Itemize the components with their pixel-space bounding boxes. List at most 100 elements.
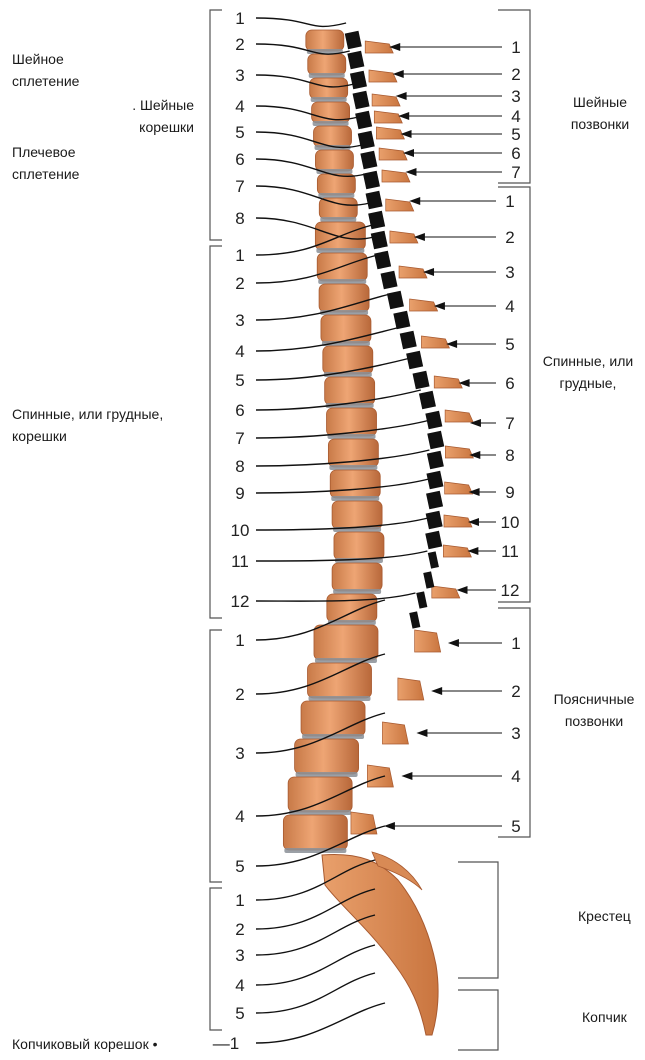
spinal-nerve: [256, 915, 375, 955]
spinal-cord-segment: [427, 451, 444, 470]
vertebra-number-thoracic-9: 9: [505, 483, 514, 502]
spinal-cord-segment: [345, 31, 362, 50]
vertebra-body: [308, 54, 346, 75]
spinal-cord-segment: [393, 311, 410, 330]
spinal-cord-segment: [366, 191, 383, 210]
spinal-cord-segment: [360, 151, 377, 170]
intervertebral-disc: [329, 465, 377, 470]
intervertebral-disc: [320, 217, 356, 222]
root-number-cervical-5: 5: [235, 123, 244, 142]
spinal-cord-segment: [371, 231, 388, 250]
vertebra-number-thoracic-1: 1: [505, 192, 514, 211]
spinous-process: [398, 678, 424, 700]
bracket-thoracic-vertebrae: [498, 187, 530, 602]
pointer-arrowhead: [431, 687, 442, 695]
root-number-thoracic-4: 4: [235, 342, 244, 361]
vertebra-number-lumbar-5: 5: [511, 817, 520, 836]
thoracic-vertebrae-label: Спинные, или грудные,: [533, 350, 643, 394]
intervertebral-disc: [296, 772, 358, 777]
intervertebral-disc: [309, 73, 345, 78]
root-number-coccygeal-1: —1: [213, 1034, 239, 1053]
root-number-sacral-3: 3: [235, 946, 244, 965]
bracket-sacral-roots: [210, 888, 222, 1030]
intervertebral-disc: [320, 310, 368, 315]
vertebra-number-cervical-7: 7: [511, 163, 520, 182]
root-number-lumbar-2: 2: [235, 685, 244, 704]
pointer-arrowhead: [416, 729, 427, 737]
pointer-arrowhead: [448, 639, 459, 647]
vertebra-body: [306, 30, 344, 51]
root-number-thoracic-8: 8: [235, 457, 244, 476]
spinal-cord-segment: [368, 211, 385, 230]
vertebra-body: [319, 284, 369, 312]
bracket-sacrum: [458, 862, 498, 978]
vertebra-body: [308, 663, 372, 698]
spinal-cord-segment: [419, 391, 436, 410]
vertebra-number-cervical-2: 2: [511, 65, 520, 84]
vertebra-body: [321, 315, 371, 343]
root-number-cervical-3: 3: [235, 66, 244, 85]
vertebra-number-thoracic-2: 2: [505, 228, 514, 247]
vertebra-number-thoracic-6: 6: [505, 374, 514, 393]
vertebra-number-thoracic-8: 8: [505, 446, 514, 465]
spinal-cord-segment: [416, 591, 427, 608]
intervertebral-disc: [318, 279, 366, 284]
spinous-process: [367, 765, 393, 787]
spinous-process: [415, 630, 441, 652]
vertebra-body: [332, 501, 382, 529]
spinal-cord-segment: [426, 471, 443, 490]
spinous-process: [421, 336, 449, 348]
spinous-process: [369, 70, 397, 82]
bracket-lumbar-roots: [210, 630, 222, 882]
spinal-cord-segment: [355, 111, 372, 130]
vertebra-body: [332, 563, 382, 591]
spinous-process: [434, 376, 462, 388]
vertebra-number-cervical-1: 1: [511, 38, 520, 57]
spinal-cord-segment: [426, 491, 443, 510]
coccyx-label: Копчик: [582, 1006, 642, 1028]
vertebra-number-lumbar-3: 3: [511, 724, 520, 743]
vertebra-body: [327, 594, 377, 622]
bracket-coccyx: [458, 990, 498, 1050]
vertebra-number-lumbar-2: 2: [511, 682, 520, 701]
root-number-thoracic-11: 11: [231, 552, 249, 571]
spinous-process: [445, 410, 473, 422]
vertebra-number-lumbar-4: 4: [511, 767, 520, 786]
root-number-thoracic-10: 10: [231, 521, 250, 540]
spinous-process: [379, 148, 407, 160]
pointer-arrowhead: [457, 586, 468, 594]
spinous-process: [443, 545, 471, 557]
vertebra-number-thoracic-3: 3: [505, 263, 514, 282]
spinous-process: [376, 127, 404, 139]
bracket-thoracic-roots: [210, 246, 222, 618]
vertebra-body: [330, 470, 380, 498]
spinal-cord-segment: [381, 271, 398, 290]
lumbar-vertebrae-label: Поясничные позвонки: [548, 688, 640, 732]
root-number-lumbar-4: 4: [235, 807, 244, 826]
sacrum-label: Крестец: [578, 905, 638, 927]
spinous-process: [351, 812, 377, 834]
spinous-process: [372, 94, 400, 106]
intervertebral-disc: [284, 848, 346, 853]
spinous-process: [365, 41, 393, 53]
intervertebral-disc: [313, 121, 349, 126]
spinal-nerve: [256, 1003, 385, 1043]
spinous-process: [386, 199, 414, 211]
root-number-thoracic-6: 6: [235, 401, 244, 420]
vertebra-body: [315, 150, 353, 171]
vertebra-number-thoracic-5: 5: [505, 335, 514, 354]
vertebra-number-thoracic-12: 12: [501, 581, 520, 600]
spinal-cord-segment: [425, 531, 442, 550]
vertebra-number-cervical-5: 5: [511, 125, 520, 144]
cervical-plexus-label: Шейное сплетение: [12, 48, 132, 92]
root-number-sacral-5: 5: [235, 1004, 244, 1023]
vertebra-body: [323, 346, 373, 374]
spinal-cord-segment: [413, 371, 430, 390]
root-number-thoracic-12: 12: [231, 592, 250, 611]
root-number-cervical-7: 7: [235, 177, 244, 196]
spinous-process: [390, 231, 418, 243]
spinous-process: [432, 586, 460, 598]
intervertebral-disc: [309, 696, 371, 701]
vertebra-body: [295, 739, 359, 774]
spinal-cord-segment: [426, 511, 443, 530]
